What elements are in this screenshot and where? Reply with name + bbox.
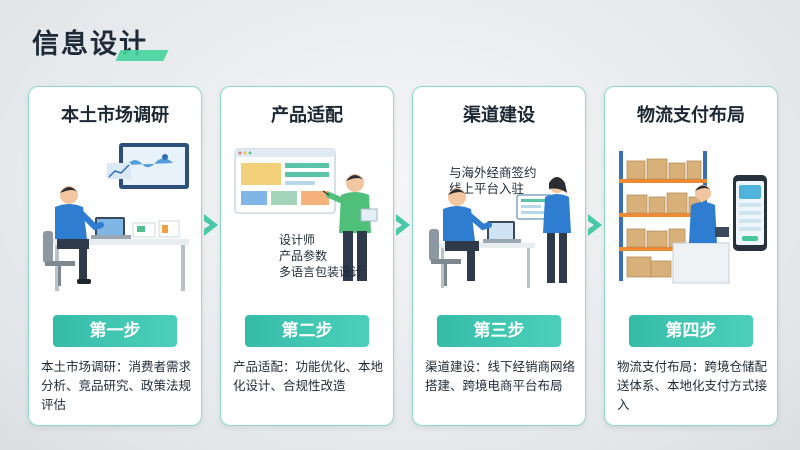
step-badge: 第四步 [629,315,753,347]
illustration-label: 与海外经商签约 [449,165,537,180]
chevron-right-icon [396,214,410,236]
step-description: 物流支付布局：跨境仓储配送体系、本地化支付方式接入 [617,359,768,412]
card-heading: 渠道建设 [463,105,535,126]
illustration-label: 产品参数 [279,249,328,263]
step-card-2: 产品适配 设计师 产品参数 多语言包装设计 第二步 产品适配：功能优化、本地化设… [220,86,394,426]
chevron-right-icon [204,214,218,236]
card-heading: 产品适配 [271,105,343,126]
step-description: 产品适配：功能优化、本地化设计、合规性改造 [233,359,384,393]
step-badge: 第二步 [245,315,369,347]
illustration-label: 设计师 [279,233,316,247]
card-heading: 物流支付布局 [637,105,745,126]
step-card-4: 物流支付布局 第四步 物流支付布局：跨境仓储配送体系、本地化支付方式接入 [604,86,778,426]
illustration-label: 多语言包装设计 [279,265,364,279]
step-description: 渠道建设：线下经销商网络搭建、跨境电商平台布局 [425,359,576,393]
step-badge: 第三步 [437,315,561,347]
step-description: 本土市场调研：消费者需求分析、竞品研究、政策法规评估 [41,359,192,412]
step-card-1: 本土市场调研 第一步 本土市场调研：消费者需求分析、竞品研究 [28,86,202,426]
chevron-right-icon [588,214,602,236]
channel-building-illustration [429,177,571,288]
step-badge: 第一步 [53,315,177,347]
logistics-payment-illustration [619,151,767,284]
title-accent-bar [115,50,169,61]
illustration-label: 线上平台入驻 [449,181,525,196]
product-adaptation-illustration [234,148,378,281]
market-research-illustration [43,143,189,291]
card-heading: 本土市场调研 [61,105,169,126]
step-card-3: 渠道建设 与海外经商签约 线上平台入驻 第三步 渠道建设：线下经销商网络 [412,86,586,426]
